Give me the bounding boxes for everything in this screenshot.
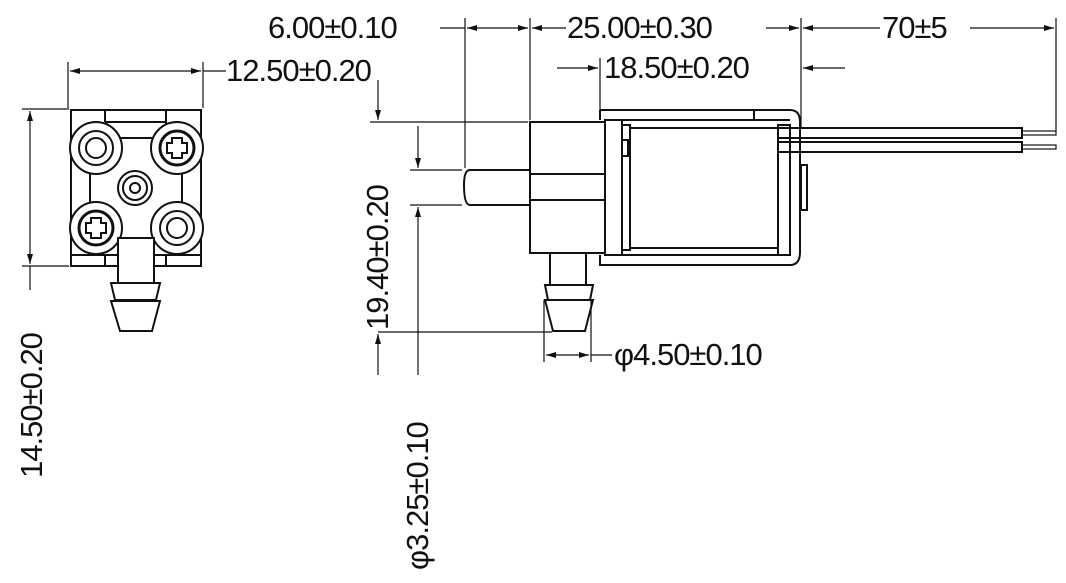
hose-barb bbox=[109, 237, 162, 332]
dim-barb-diameter: φ4.50±0.10 bbox=[614, 337, 763, 372]
screw-bottom-left bbox=[69, 201, 123, 255]
dim-coil-length: 18.50±0.20 bbox=[604, 50, 750, 85]
phillips-screw-icon bbox=[166, 137, 188, 159]
dim-overall-height: 19.40±0.20 bbox=[360, 185, 395, 330]
dim-inlet-diameter: φ3.25±0.10 bbox=[400, 422, 435, 570]
dim-port-offset: 6.00±0.10 bbox=[268, 10, 398, 45]
lead-wires bbox=[777, 127, 1057, 153]
dim-end-view-width: 12.50±0.20 bbox=[226, 53, 372, 88]
boss-bottom-right bbox=[150, 201, 204, 255]
end-view bbox=[22, 62, 226, 332]
phillips-screw-icon bbox=[85, 217, 107, 239]
side-hose-barb bbox=[543, 252, 595, 332]
dim-end-view-height: 14.50±0.20 bbox=[14, 333, 49, 478]
center-port bbox=[117, 170, 153, 206]
screw-top-right bbox=[150, 121, 204, 175]
dim-lead-length: 70±5 bbox=[882, 10, 948, 45]
side-view bbox=[370, 18, 1057, 375]
dim-body-length: 25.00±0.30 bbox=[567, 10, 713, 45]
boss-top-left bbox=[69, 121, 123, 175]
